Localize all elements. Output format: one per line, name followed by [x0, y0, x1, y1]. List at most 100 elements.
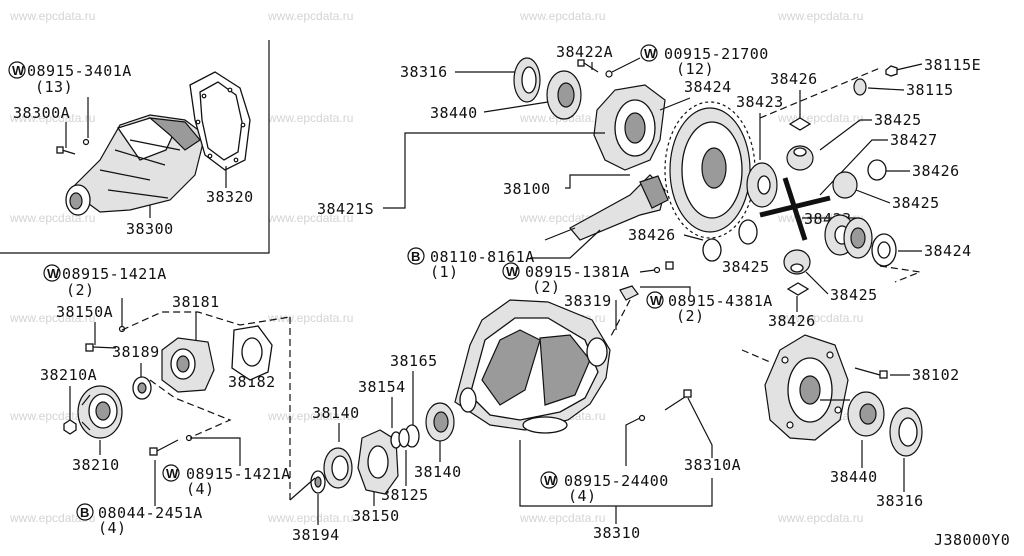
watermark: www.epcdata.ru	[9, 111, 95, 125]
label-38182[interactable]: 38182	[228, 373, 276, 391]
label-38300A[interactable]: 38300A	[13, 104, 70, 122]
label-qty-4: (4)	[98, 519, 127, 537]
label-08915-1421A-lower[interactable]: 08915-1421A	[186, 465, 291, 483]
label-38300[interactable]: 38300	[126, 220, 174, 238]
label-08915-3401A[interactable]: 08915-3401A	[27, 62, 132, 80]
label-38425[interactable]: 38425	[722, 258, 770, 276]
leader	[611, 57, 641, 73]
label-38424[interactable]: 38424	[924, 242, 972, 260]
leader	[639, 269, 656, 273]
label-08915-1421A[interactable]: 08915-1421A	[62, 265, 167, 283]
label-38425[interactable]: 38425	[874, 111, 922, 129]
label-38440[interactable]: 38440	[830, 468, 878, 486]
watermark: www.epcdata.ru	[267, 409, 353, 423]
leader	[683, 234, 704, 241]
part-38440-bearing	[546, 70, 582, 120]
label-38316[interactable]: 38316	[876, 492, 924, 510]
dashed-end	[289, 477, 316, 501]
part-38165-spacer	[398, 424, 420, 448]
label-38426[interactable]: 38426	[768, 312, 816, 330]
label-00915-21700[interactable]: 00915-21700	[664, 45, 769, 63]
part-38320-gasket	[189, 71, 251, 171]
label-38140[interactable]: 38140	[414, 463, 462, 481]
bolt-symbol	[407, 247, 425, 265]
leader	[640, 286, 691, 296]
label-38150A[interactable]: 38150A	[56, 303, 113, 321]
bolt-38150A	[85, 343, 117, 352]
part-38425-pinion-gear-top	[786, 145, 814, 171]
label-08915-24400[interactable]: 08915-24400	[564, 472, 669, 490]
label-38422A[interactable]: 38422A	[556, 43, 613, 61]
label-38210[interactable]: 38210	[72, 456, 120, 474]
label-38310[interactable]: 38310	[593, 524, 641, 542]
label-38102[interactable]: 38102	[912, 366, 960, 384]
label-38320[interactable]: 38320	[206, 188, 254, 206]
bolt-38102	[854, 367, 888, 379]
label-38115[interactable]: 38115	[906, 81, 954, 99]
bolt-38310A	[638, 389, 692, 422]
part-38140-bearing-front	[323, 447, 353, 489]
leader	[819, 119, 872, 151]
watermark: www.epcdata.ru	[9, 511, 95, 525]
label-38181[interactable]: 38181	[172, 293, 220, 311]
part-38100-pinion	[544, 174, 669, 241]
part-38182-gasket	[231, 325, 273, 381]
part-38426-washer	[788, 117, 812, 131]
label-38125[interactable]: 38125	[381, 486, 429, 504]
label-38210A[interactable]: 38210A	[40, 366, 97, 384]
label-38150[interactable]: 38150	[352, 507, 400, 525]
label-38426[interactable]: 38426	[628, 226, 676, 244]
label-38189[interactable]: 38189	[112, 343, 160, 361]
washer-symbol-letter: W	[644, 46, 657, 61]
part-38181-housing	[161, 337, 215, 393]
watermark: www.epcdata.ru	[777, 9, 863, 23]
watermark: www.epcdata.ru	[777, 111, 863, 125]
washer-symbol	[540, 471, 558, 489]
label-qty-2: (2)	[532, 278, 561, 296]
label-38154[interactable]: 38154	[358, 378, 406, 396]
label-38319[interactable]: 38319	[564, 292, 612, 310]
bolt-38422A	[577, 59, 599, 73]
label-38194[interactable]: 38194	[292, 526, 340, 544]
label-38426[interactable]: 38426	[912, 162, 960, 180]
leader	[687, 397, 713, 458]
label-qty-2: (2)	[676, 307, 705, 325]
label-38310A[interactable]: 38310A	[684, 456, 741, 474]
part-38194-seal	[310, 470, 326, 494]
label-38427[interactable]: 38427	[890, 131, 938, 149]
label-38425[interactable]: 38425	[892, 194, 940, 212]
part-38424-case-half	[593, 84, 666, 171]
label-38425[interactable]: 38425	[830, 286, 878, 304]
watermark: www.epcdata.ru	[519, 9, 605, 23]
label-qty-13: (13)	[35, 78, 73, 96]
label-08044-2451A[interactable]: 08044-2451A	[98, 504, 203, 522]
label-08915-4381A[interactable]: 08915-4381A	[668, 292, 773, 310]
bolt-symbol-letter: B	[80, 505, 89, 520]
label-38424[interactable]: 38424	[684, 78, 732, 96]
label-38421S[interactable]: 38421S	[317, 200, 374, 218]
label-qty-2: (2)	[66, 281, 95, 299]
part-38427-spider-shaft	[759, 177, 831, 241]
dashed-guide	[609, 299, 631, 339]
label-38140[interactable]: 38140	[312, 404, 360, 422]
nut-38210A	[63, 419, 77, 435]
dashed-guide	[121, 311, 291, 331]
label-38115E[interactable]: 38115E	[924, 56, 981, 74]
washer-symbol	[502, 262, 520, 280]
leader	[867, 87, 905, 91]
label-08110-8161A[interactable]: 08110-8161A	[430, 248, 535, 266]
label-08915-1381A[interactable]: 08915-1381A	[525, 263, 630, 281]
label-38165[interactable]: 38165	[390, 352, 438, 370]
watermark: www.epcdata.ru	[9, 9, 95, 23]
leader	[625, 417, 641, 466]
label-38440[interactable]: 38440	[430, 104, 478, 122]
label-38100[interactable]: 38100	[503, 180, 551, 198]
label-38423[interactable]: 38423	[736, 93, 784, 111]
label-38426[interactable]: 38426	[770, 70, 818, 88]
leader-bracket	[383, 132, 605, 209]
part-38426-washer-right	[867, 159, 887, 181]
part-38424-case-right	[843, 217, 897, 267]
label-38316[interactable]: 38316	[400, 63, 448, 81]
